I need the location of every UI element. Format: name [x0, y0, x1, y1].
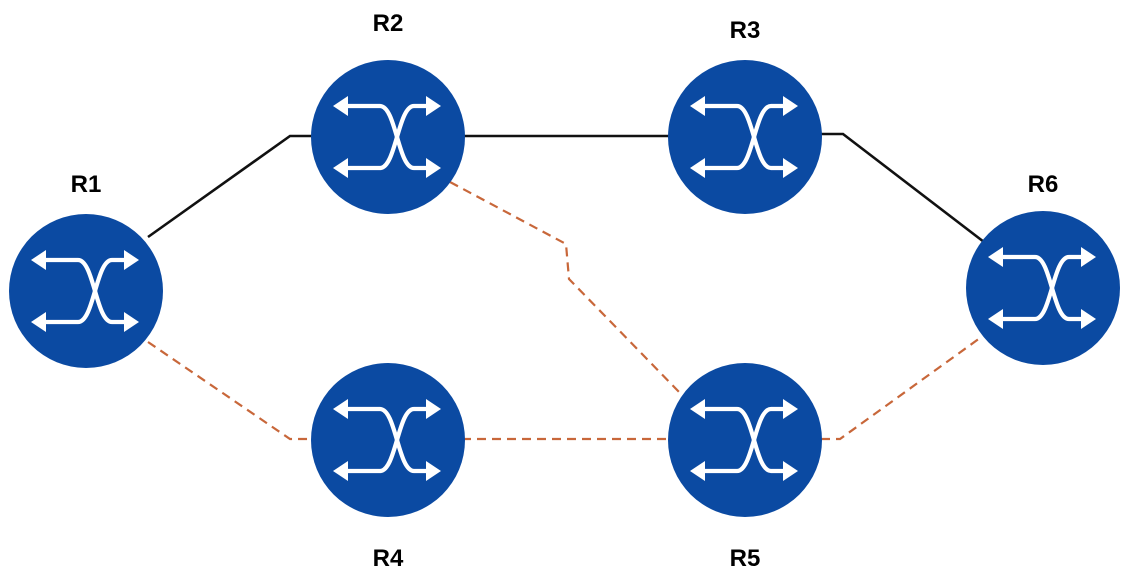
link-r2-r5: [449, 181, 683, 396]
link-r5-r6: [821, 337, 981, 441]
link-r1-r2: [147, 134, 316, 239]
links: [147, 132, 985, 441]
router-crossed-arrows-icon: [311, 60, 465, 214]
router-crossed-arrows-icon: [311, 363, 465, 517]
router-r1[interactable]: R1: [9, 171, 163, 368]
router-crossed-arrows-icon: [668, 363, 822, 517]
router-label-r5: R5: [730, 545, 761, 572]
router-label-r2: R2: [373, 10, 404, 37]
router-label-r4: R4: [373, 545, 404, 572]
router-crossed-arrows-icon: [966, 211, 1120, 365]
router-r5[interactable]: R5: [668, 363, 822, 572]
router-r6[interactable]: R6: [966, 171, 1120, 365]
router-label-r3: R3: [730, 17, 761, 44]
router-label-r1: R1: [71, 171, 102, 198]
link-r3-r6: [821, 132, 985, 244]
routers: R1 R2 R3 R4 R5 R6: [9, 10, 1120, 572]
router-r2[interactable]: R2: [311, 10, 465, 214]
router-r4[interactable]: R4: [311, 363, 465, 572]
link-r1-r4: [147, 341, 316, 441]
router-r3[interactable]: R3: [668, 17, 822, 214]
router-crossed-arrows-icon: [9, 214, 163, 368]
router-crossed-arrows-icon: [668, 60, 822, 214]
router-label-r6: R6: [1028, 171, 1059, 198]
